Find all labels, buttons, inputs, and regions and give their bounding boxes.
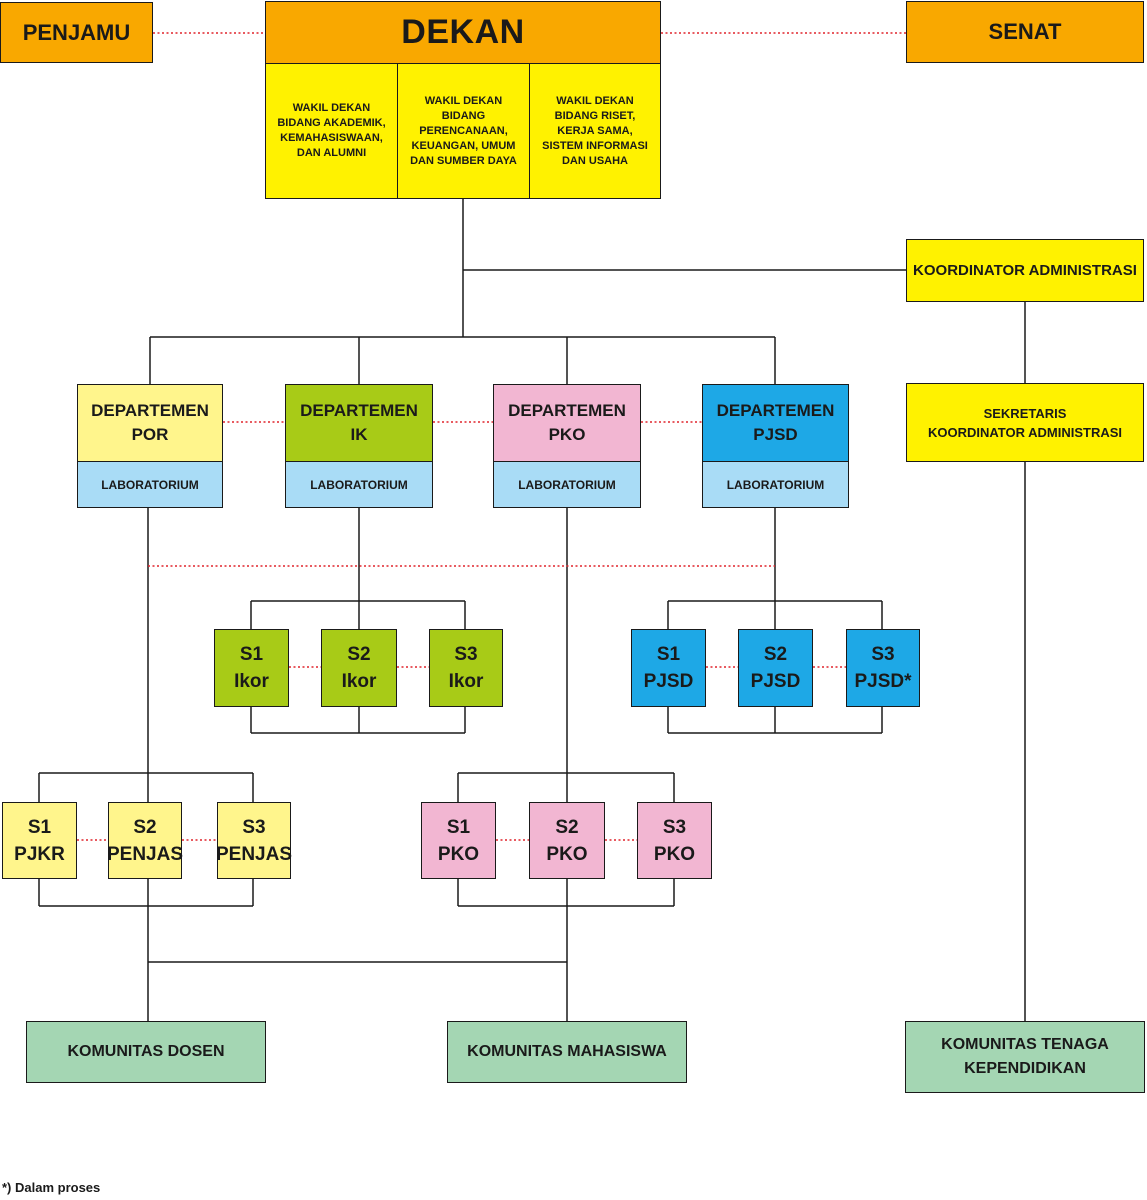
program-s1-pjkr-box: S1 PJKR (2, 802, 77, 879)
program-s1-pko-box: S1 PKO (421, 802, 496, 879)
sekretaris-koordinator-box: SEKRETARIS KOORDINATOR ADMINISTRASI (906, 383, 1144, 462)
koordinator-administrasi-box: KOORDINATOR ADMINISTRASI (906, 239, 1144, 302)
laboratorium-por-box: LABORATORIUM (77, 461, 223, 508)
wakil-dekan-akademik-box: WAKIL DEKAN BIDANG AKADEMIK, KEMAHASISWA… (265, 63, 398, 199)
dekan-box: DEKAN (265, 1, 661, 64)
program-s2-pjsd-box: S2 PJSD (738, 629, 813, 707)
program-s3-pko-box: S3 PKO (637, 802, 712, 879)
komunitas-mahasiswa-box: KOMUNITAS MAHASISWA (447, 1021, 687, 1083)
laboratorium-ik-box: LABORATORIUM (285, 461, 433, 508)
departemen-por-box: DEPARTEMEN POR (77, 384, 223, 462)
program-s3-ikor-box: S3 Ikor (429, 629, 503, 707)
program-s3-pjsd-box: S3 PJSD* (846, 629, 920, 707)
program-s2-ikor-box: S2 Ikor (321, 629, 397, 707)
senat-box: SENAT (906, 1, 1144, 63)
komunitas-dosen-box: KOMUNITAS DOSEN (26, 1021, 266, 1083)
penjamu-box: PENJAMU (0, 2, 153, 63)
wakil-dekan-perencanaan-box: WAKIL DEKAN BIDANG PERENCANAAN, KEUANGAN… (397, 63, 530, 199)
program-s3-penjas-box: S3 PENJAS (216, 802, 292, 879)
footnote: *) Dalam proses (2, 1180, 101, 1195)
departemen-pko-box: DEPARTEMEN PKO (493, 384, 641, 462)
laboratorium-pko-box: LABORATORIUM (493, 461, 641, 508)
departemen-ik-box: DEPARTEMEN IK (285, 384, 433, 462)
laboratorium-pjsd-box: LABORATORIUM (702, 461, 849, 508)
departemen-pjsd-box: DEPARTEMEN PJSD (702, 384, 849, 462)
program-s1-ikor-box: S1 Ikor (214, 629, 289, 707)
program-s2-pko-box: S2 PKO (529, 802, 605, 879)
wakil-dekan-riset-box: WAKIL DEKAN BIDANG RISET, KERJA SAMA, SI… (529, 63, 661, 199)
program-s1-pjsd-box: S1 PJSD (631, 629, 706, 707)
komunitas-tenaga-kependidikan-box: KOMUNITAS TENAGA KEPENDIDIKAN (905, 1021, 1145, 1093)
program-s2-penjas-box: S2 PENJAS (107, 802, 183, 879)
